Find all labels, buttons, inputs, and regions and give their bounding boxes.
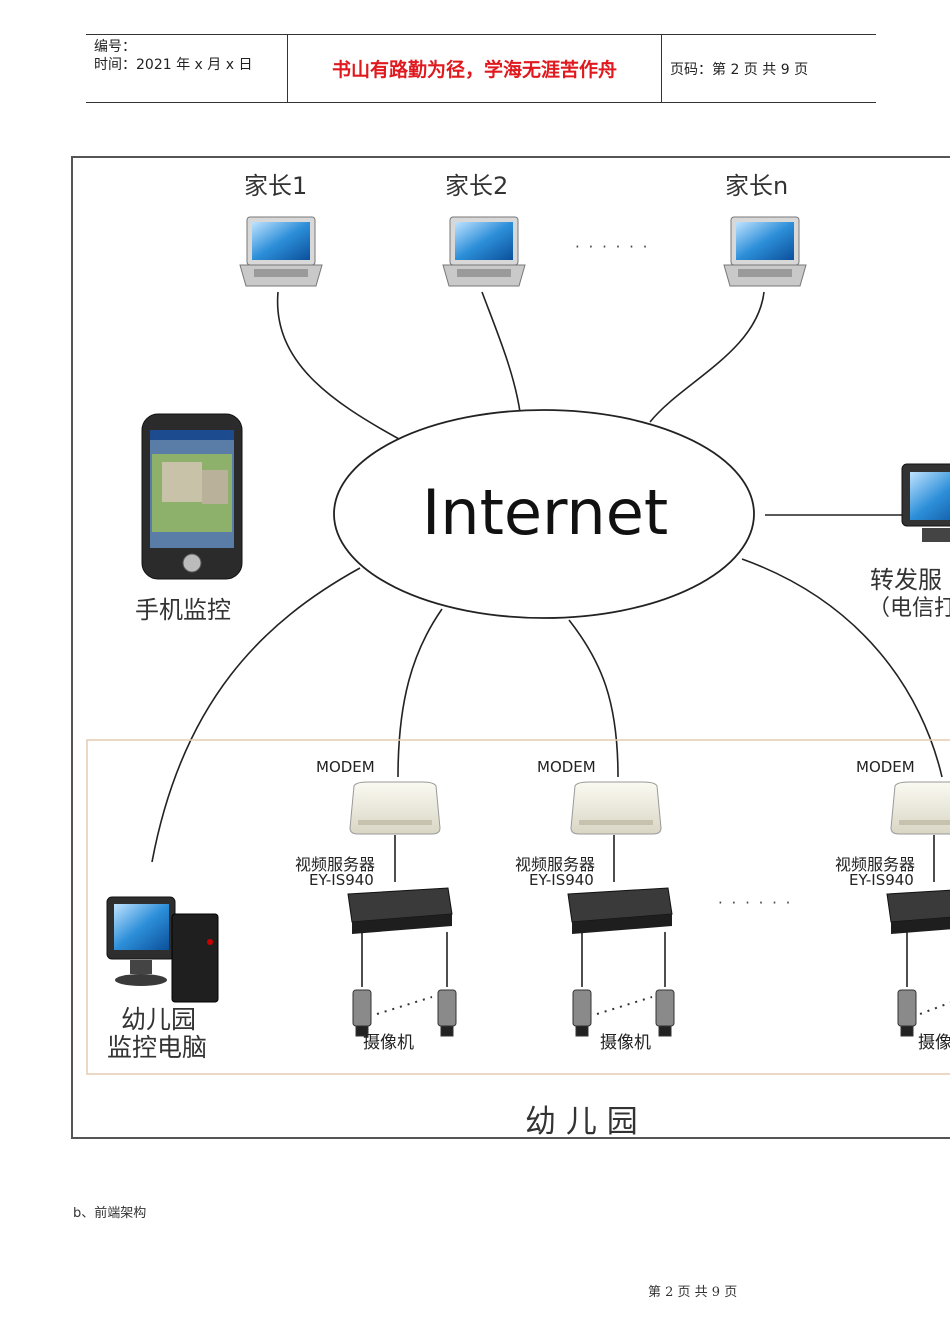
- modem-icon-2: [570, 781, 662, 835]
- line-modem1: [397, 608, 443, 778]
- server-monitor-icon: [901, 463, 950, 542]
- line-parentn: [649, 291, 765, 423]
- header-motto: 书山有路勤为径，学海无涯苦作舟: [287, 35, 662, 102]
- kg-pc-label-line1: 幼儿园: [121, 1005, 197, 1034]
- smartphone-icon: [141, 413, 243, 580]
- parent-label-2: 家长2: [445, 172, 509, 200]
- server-label-line2: （电信打: [868, 596, 950, 621]
- figure-caption: b、前端架构: [73, 1206, 147, 1221]
- time-label: 时间：2021 年 x 月 x 日: [94, 57, 253, 73]
- desktop-pc-icon: [106, 896, 219, 1003]
- page-header: 编号： 时间：2021 年 x 月 x 日 书山有路勤为径，学海无涯苦作舟 页码…: [86, 34, 876, 103]
- number-label: 编号：: [94, 39, 136, 55]
- camera-icon: [655, 989, 675, 1037]
- server-label-line1: 转发服: [870, 566, 942, 594]
- laptop-icon-1: [239, 216, 323, 287]
- camera-icon: [352, 989, 372, 1037]
- video-server-model-3: EY-IS940: [849, 871, 914, 889]
- line-modem3: [741, 558, 943, 778]
- modem-label-2: MODEM: [537, 758, 596, 776]
- parents-ellipsis: · · · · · ·: [575, 238, 650, 256]
- laptop-icon-2: [442, 216, 526, 287]
- modem-label-1: MODEM: [316, 758, 375, 776]
- line-kg-pc: [151, 567, 361, 863]
- kg-pc-label-line2: 监控电脑: [107, 1033, 208, 1062]
- page-footer: 第 2 页 共 9 页: [648, 1285, 738, 1300]
- modem-icon-3: [890, 781, 950, 835]
- kindergarten-frame: [86, 739, 950, 1075]
- camera-dots: [376, 996, 950, 1015]
- network-diagram: 家长1 家长2 家长n · · · · · · Internet 手机监控 转发…: [71, 156, 950, 1140]
- connection-lines: [151, 291, 943, 987]
- line-parent1: [276, 291, 400, 440]
- servers-ellipsis: · · · · · ·: [718, 894, 793, 912]
- parent-label-n: 家长n: [725, 172, 789, 200]
- video-server-icon-2: [567, 887, 673, 934]
- line-modem2: [568, 619, 619, 778]
- video-server-label-2: 视频服务器: [515, 855, 596, 874]
- header-page-label: 页码：第 2 页 共 9 页: [670, 62, 809, 78]
- video-server-icon-3: [886, 889, 950, 934]
- camera-icon: [572, 989, 592, 1037]
- line-vs1-cams: [361, 932, 448, 987]
- mobile-label: 手机监控: [135, 596, 231, 624]
- modem-icon-1: [349, 781, 441, 835]
- camera-icon: [437, 989, 457, 1037]
- line-parent2: [481, 291, 521, 413]
- modem-label-3: MODEM: [856, 758, 915, 776]
- camera-label-1: 摄像机: [363, 1033, 414, 1053]
- camera-icons: [352, 989, 917, 1037]
- parent-label-1: 家长1: [244, 172, 308, 200]
- camera-label-2: 摄像机: [600, 1033, 651, 1053]
- video-server-icon-1: [347, 887, 453, 934]
- video-server-model-2: EY-IS940: [529, 871, 594, 889]
- internet-label: Internet: [422, 476, 669, 549]
- camera-icon: [897, 989, 917, 1037]
- laptop-icon-n: [723, 216, 807, 287]
- camera-label-3: 摄像机: [918, 1033, 950, 1053]
- line-vs2-cams: [581, 932, 666, 987]
- video-server-label-1: 视频服务器: [295, 855, 376, 874]
- header-meta: 编号： 时间：2021 年 x 月 x 日: [94, 38, 252, 74]
- video-server-model-1: EY-IS940: [309, 871, 374, 889]
- video-server-label-3: 视频服务器: [835, 855, 916, 874]
- internet-cloud: [333, 409, 755, 619]
- kindergarten-label: 幼 儿 园: [525, 1104, 638, 1140]
- diagram-svg: [86, 216, 950, 1075]
